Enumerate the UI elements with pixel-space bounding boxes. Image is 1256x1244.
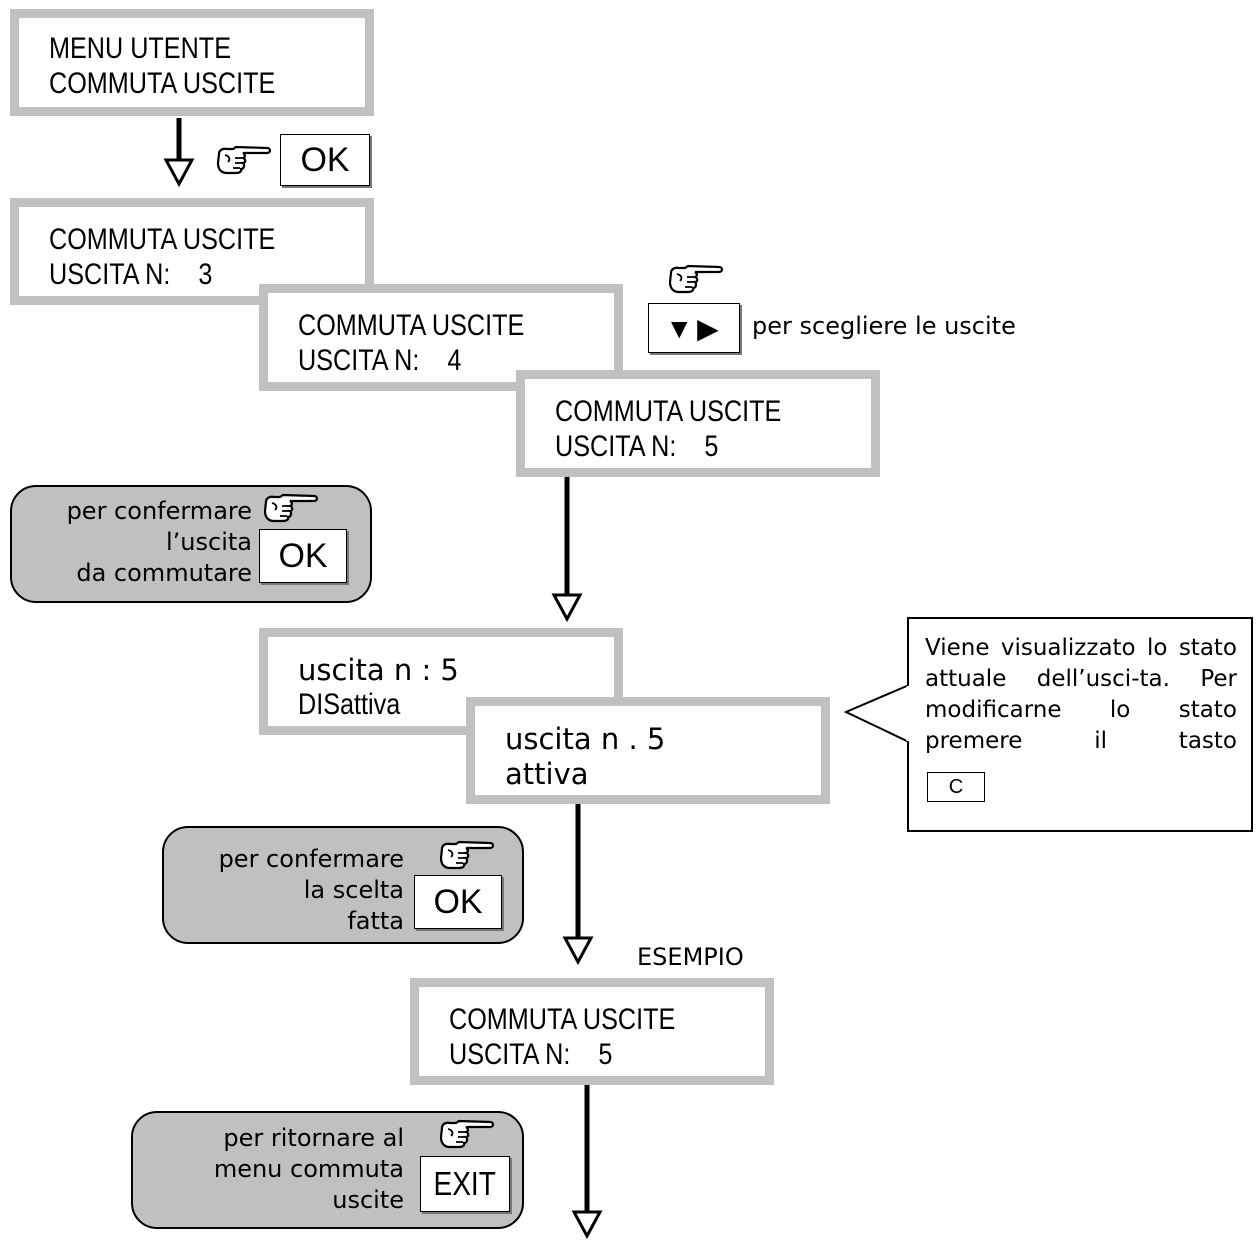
note-confirm-choice: per confermare la scelta fatta OK — [162, 826, 524, 944]
c-key-label: C — [948, 775, 964, 798]
lcd-line-1: COMMUTA USCITE — [555, 395, 782, 428]
note-return-menu: per ritornare al menu commuta uscite EXI… — [131, 1111, 524, 1229]
note-text: per ritornare al menu commuta uscite — [213, 1124, 404, 1214]
lcd-main-menu: MENU UTENTE COMMUTA USCITE — [10, 9, 374, 116]
down-arrow-icon — [563, 800, 593, 964]
note-confirm-output: per confermare l’uscita da commutare OK — [10, 485, 372, 603]
lcd-line-1: uscita n . 5 — [505, 722, 666, 756]
down-arrow-icon — [552, 468, 582, 621]
note-text: per confermare la scelta fatta — [218, 845, 404, 935]
lcd-output-5: COMMUTA USCITE USCITA N: 5 — [516, 370, 880, 477]
ok-key-label: OK — [278, 536, 328, 575]
lcd-example: COMMUTA USCITE USCITA N: 5 — [410, 978, 774, 1085]
lcd-line-2: attiva — [505, 757, 589, 791]
lcd-output-3: COMMUTA USCITE USCITA N: 3 — [10, 198, 374, 305]
pointing-hand-icon — [668, 264, 724, 294]
ok-key[interactable]: OK — [259, 529, 347, 583]
lcd-line-2: USCITA N: 5 — [555, 430, 719, 463]
pointing-hand-icon — [263, 493, 319, 523]
ok-key[interactable]: OK — [280, 134, 370, 186]
down-arrow-icon — [164, 118, 194, 186]
c-key[interactable]: C — [927, 772, 985, 802]
ok-key-label: OK — [433, 882, 483, 921]
pointing-hand-icon — [439, 1119, 495, 1149]
note-text: per confermare l’uscita da commutare — [66, 497, 252, 587]
arrow-keys-label: ▼▶ — [665, 312, 723, 344]
lcd-status-on: uscita n . 5 attiva — [466, 697, 830, 804]
callout-text: Viene visualizzato lo stato attuale dell… — [925, 635, 1237, 754]
pointing-hand-icon — [439, 840, 495, 870]
arrow-keys[interactable]: ▼▶ — [648, 303, 740, 353]
exit-key[interactable]: EXIT — [420, 1156, 510, 1212]
arrows-hint: per scegliere le uscite — [752, 312, 1016, 340]
lcd-line-2: USCITA N: 3 — [49, 258, 213, 291]
lcd-line-1: MENU UTENTE — [49, 32, 232, 65]
lcd-line-1: COMMUTA USCITE — [298, 309, 525, 342]
ok-key-label: OK — [300, 140, 350, 179]
down-arrow-icon — [572, 1084, 602, 1238]
lcd-line-2: USCITA N: 4 — [298, 344, 462, 377]
pointing-hand-icon — [216, 145, 272, 175]
lcd-line-1: uscita n : 5 — [298, 653, 459, 687]
lcd-line-1: COMMUTA USCITE — [49, 223, 276, 256]
exit-key-label: EXIT — [433, 1165, 497, 1202]
ok-key[interactable]: OK — [414, 875, 502, 929]
lcd-line-2: USCITA N: 5 — [449, 1038, 613, 1071]
lcd-line-1: COMMUTA USCITE — [449, 1003, 676, 1036]
example-label: ESEMPIO — [637, 943, 744, 971]
lcd-line-2: COMMUTA USCITE — [49, 67, 276, 100]
lcd-line-2: DISattiva — [298, 688, 401, 721]
